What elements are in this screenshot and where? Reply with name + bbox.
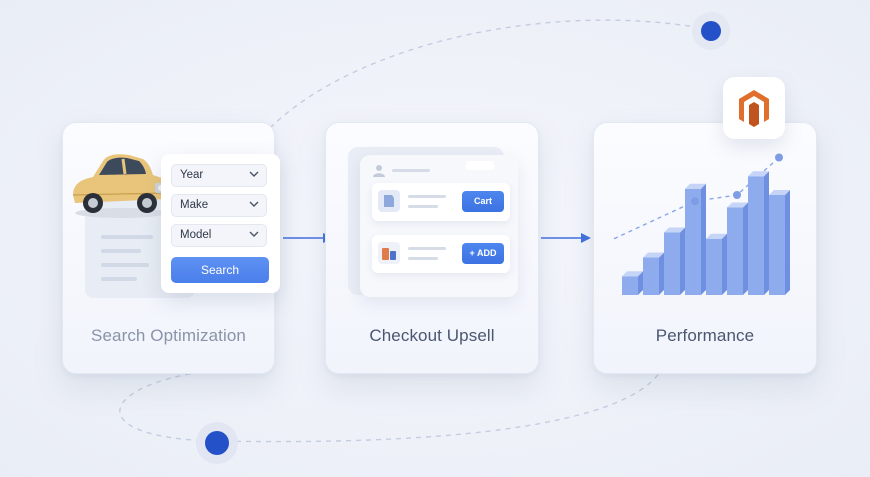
chart-bar — [664, 227, 685, 295]
bottom-node — [196, 422, 238, 464]
chart-bar — [769, 190, 790, 295]
product-thumb-icon — [378, 190, 400, 212]
add-button[interactable]: + ADD — [462, 243, 504, 264]
search-button[interactable]: Search — [171, 257, 269, 283]
vehicle-search-form: Year Make Model Search — [161, 154, 280, 293]
chart-bar — [643, 252, 664, 295]
chart-bar — [727, 202, 748, 295]
make-select-label: Make — [180, 199, 209, 211]
top-node — [692, 12, 730, 50]
chevron-down-icon — [249, 171, 259, 177]
performance-bar-chart — [613, 153, 790, 295]
chevron-down-icon — [249, 231, 259, 237]
chart-bar — [685, 183, 706, 295]
user-icon — [373, 165, 385, 177]
cart-button[interactable]: Cart — [462, 191, 504, 212]
trend-point — [733, 191, 741, 199]
card-title: Performance — [655, 326, 755, 345]
chart-bar — [748, 171, 769, 295]
car-image — [72, 154, 169, 218]
product-thumb-icon — [378, 242, 400, 264]
chart-bar — [622, 271, 643, 295]
year-select-label: Year — [180, 169, 204, 181]
checkout-panel: Cart + ADD — [360, 155, 518, 297]
magento-logo-icon — [739, 90, 769, 127]
chart-bar — [706, 233, 727, 295]
magento-logo-tile — [723, 77, 785, 139]
search-optimization-card: Year Make Model Search Search Optimizati… — [62, 122, 280, 374]
model-select[interactable]: Model — [171, 224, 267, 247]
add-row: + ADD — [372, 235, 510, 273]
checkout-upsell-card: Cart + ADD Checkout Upsell — [325, 122, 539, 374]
performance-card: Performance — [593, 122, 817, 374]
make-select[interactable]: Make — [171, 194, 267, 217]
card-title: Search Optimization — [91, 326, 246, 345]
trend-point — [691, 197, 699, 206]
chevron-down-icon — [249, 201, 259, 207]
cart-row: Cart — [372, 183, 510, 221]
arrow-2 — [541, 233, 591, 243]
model-select-label: Model — [180, 229, 212, 241]
trend-point — [775, 153, 783, 162]
card-title: Checkout Upsell — [369, 326, 495, 345]
year-select[interactable]: Year — [171, 164, 267, 187]
